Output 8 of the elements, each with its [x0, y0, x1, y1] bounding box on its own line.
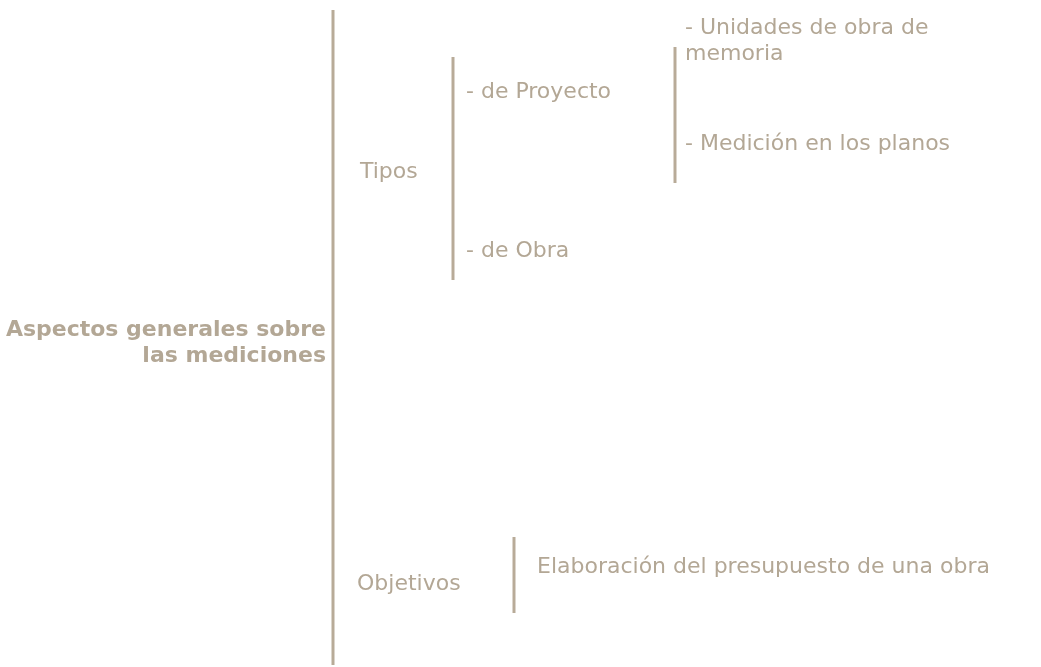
branch-label: - de Proyecto	[466, 78, 613, 104]
item-label: - Medición en los planos	[685, 130, 952, 156]
topic-heading: Aspectos generales sobre las mediciones	[4, 316, 326, 368]
item-label: - Unidades de obra de memoria	[685, 14, 930, 66]
branch-label: - de Obra	[466, 237, 571, 263]
item-label: Elaboración del presupuesto de una obra	[537, 553, 991, 579]
branch-label: Tipos	[360, 158, 419, 184]
branch-label: Objetivos	[357, 570, 462, 596]
